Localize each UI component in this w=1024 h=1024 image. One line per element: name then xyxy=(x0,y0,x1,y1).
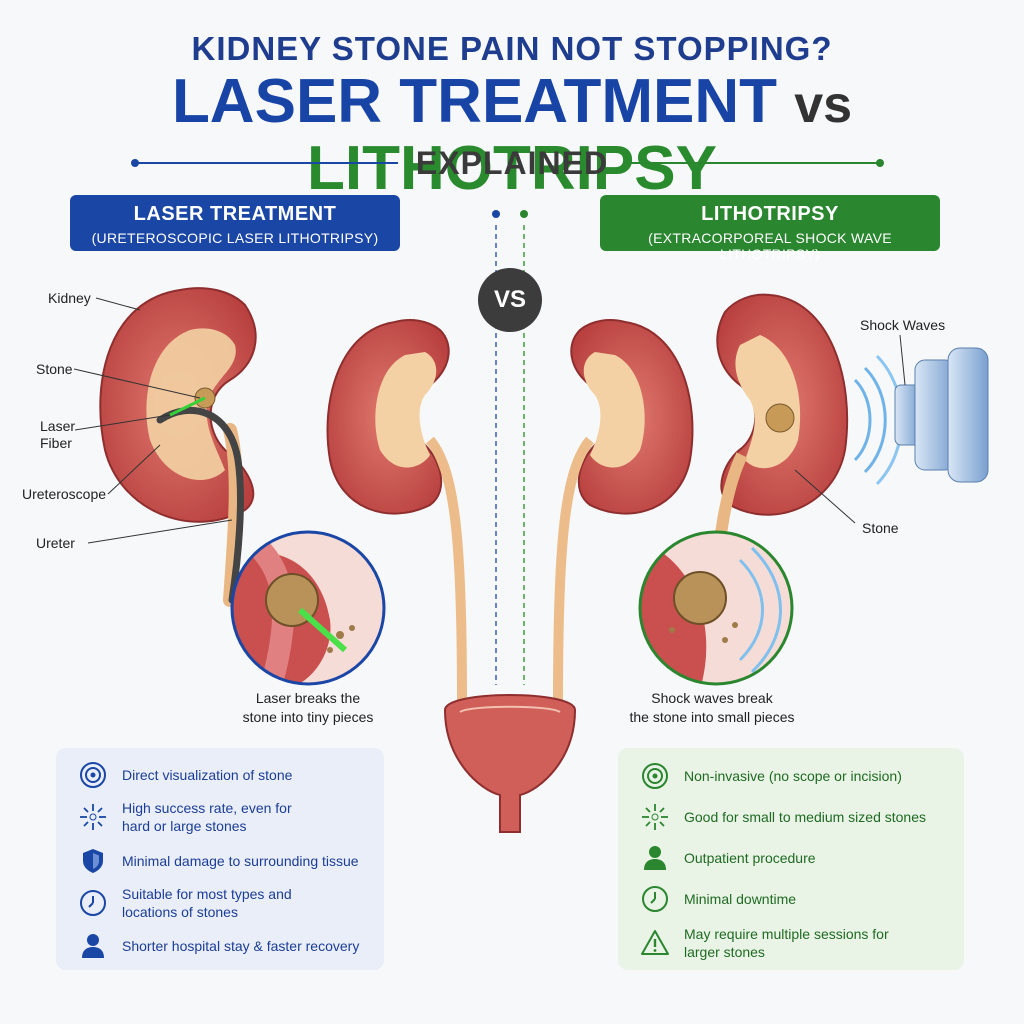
laser-benefit-text: High success rate, even for xyxy=(122,800,292,816)
divider-right xyxy=(624,162,880,164)
people-icon xyxy=(644,846,666,870)
divider-left xyxy=(136,162,398,164)
lithotripsy-caption-line2: the stone into small pieces xyxy=(629,709,795,725)
laser-benefit-text: Shorter hospital stay & faster recovery xyxy=(122,938,360,954)
burst-icon xyxy=(642,804,668,830)
laser-benefit-item: Suitable for most types and locations of … xyxy=(78,885,292,921)
label-leader-lines xyxy=(73,297,906,544)
title-laser: LASER TREATMENT xyxy=(171,67,777,136)
laser-caption: Laser breaks the stone into tiny pieces xyxy=(208,689,408,727)
lithotripsy-benefit-text-2: larger stones xyxy=(684,944,765,960)
label-stone-left: Stone xyxy=(36,361,73,377)
title-vs: vs xyxy=(794,76,853,134)
lithotripsy-banner-subtitle: (EXTRACORPOREAL SHOCK WAVE LITHOTRIPSY) xyxy=(648,230,892,262)
laser-benefit-text-2: locations of stones xyxy=(122,904,238,920)
label-fiber: Fiber xyxy=(40,435,72,451)
center-anatomy xyxy=(326,319,694,833)
laser-kidney xyxy=(99,287,257,607)
lithotripsy-benefit-item: Minimal downtime xyxy=(640,884,796,914)
target-icon xyxy=(80,762,106,788)
laser-banner: LASER TREATMENT (URETEROSCOPIC LASER LIT… xyxy=(70,195,400,251)
laser-benefit-text: Suitable for most types and xyxy=(122,886,292,902)
vs-badge: VS xyxy=(478,268,542,332)
main-title: LASER TREATMENT vs LITHOTRIPSY xyxy=(0,70,1024,201)
lithotripsy-benefit-item: May require multiple sessions for larger … xyxy=(640,925,889,961)
lithotripsy-benefit-item: Outpatient procedure xyxy=(640,843,816,873)
laser-caption-line2: stone into tiny pieces xyxy=(242,709,374,725)
lithotripsy-banner: LITHOTRIPSY (EXTRACORPOREAL SHOCK WAVE L… xyxy=(600,195,940,262)
anatomy-illustration xyxy=(73,287,989,833)
lithotripsy-benefits-panel: Non-invasive (no scope or incision) Good… xyxy=(618,748,964,970)
label-ureteroscope: Ureteroscope xyxy=(22,486,107,502)
laser-benefits-panel: Direct visualization of stone High succe… xyxy=(56,748,384,970)
lithotripsy-benefit-text: Minimal downtime xyxy=(684,891,797,907)
laser-banner-title: LASER TREATMENT xyxy=(133,203,337,225)
lithotripsy-benefit-item: Non-invasive (no scope or incision) xyxy=(640,761,902,791)
person-icon xyxy=(82,934,104,958)
lithotripsy-benefit-text: Outpatient procedure xyxy=(684,850,816,866)
burst-icon xyxy=(80,804,106,830)
laser-benefit-text-2: hard or large stones xyxy=(122,818,247,834)
divider-left-dot xyxy=(131,159,139,167)
lithotripsy-caption-line1: Shock waves break xyxy=(651,690,773,706)
divider-right-dot xyxy=(876,159,884,167)
laser-benefit-item: Minimal damage to surrounding tissue xyxy=(78,846,359,876)
warning-icon xyxy=(641,930,669,955)
laser-benefit-text: Minimal damage to surrounding tissue xyxy=(122,853,359,869)
laser-benefit-item: Shorter hospital stay & faster recovery xyxy=(78,931,359,961)
clock-icon xyxy=(642,886,668,912)
clock-icon xyxy=(80,890,106,916)
target-icon xyxy=(642,763,668,789)
laser-benefit-text: Direct visualization of stone xyxy=(122,767,293,783)
lithotripsy-benefit-item: Good for small to medium sized stones xyxy=(640,802,926,832)
label-kidney: Kidney xyxy=(48,290,91,306)
label-laser: Laser xyxy=(40,418,76,434)
laser-benefit-item: Direct visualization of stone xyxy=(78,760,292,790)
lithotripsy-caption: Shock waves break the stone into small p… xyxy=(612,689,812,727)
label-ureter: Ureter xyxy=(36,535,75,551)
center-dot-blue xyxy=(492,210,500,218)
lithotripsy-benefit-text: May require multiple sessions for xyxy=(684,926,889,942)
lithotripsy-banner-title: LITHOTRIPSY xyxy=(701,203,839,225)
laser-caption-line1: Laser breaks the xyxy=(255,690,361,706)
header-subtitle: KIDNEY STONE PAIN NOT STOPPING? xyxy=(191,30,833,67)
laser-benefit-item: High success rate, even for hard or large… xyxy=(78,799,292,835)
label-shock-waves: Shock Waves xyxy=(860,317,946,333)
shock-wave-generator xyxy=(894,347,989,483)
lithotripsy-benefit-text: Non-invasive (no scope or incision) xyxy=(684,768,902,784)
lithotripsy-zoom-circle xyxy=(638,530,794,686)
shield-icon xyxy=(83,849,103,873)
title-lithotripsy: LITHOTRIPSY xyxy=(307,134,717,203)
center-dot-green xyxy=(520,210,528,218)
explained-heading: EXPLAINED xyxy=(415,145,609,181)
label-stone-right: Stone xyxy=(862,520,899,536)
lithotripsy-benefit-text: Good for small to medium sized stones xyxy=(684,809,926,825)
laser-banner-subtitle: (URETEROSCOPIC LASER LITHOTRIPSY) xyxy=(91,230,379,246)
laser-zoom-circle xyxy=(230,530,386,686)
